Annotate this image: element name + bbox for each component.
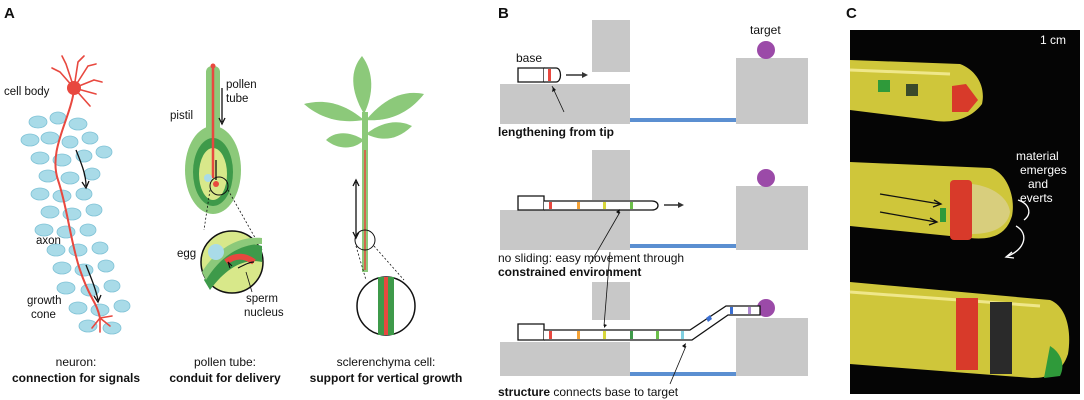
step2-label-1: no sliding: easy movement through [498, 251, 684, 265]
sperm-label-1: sperm [246, 293, 278, 305]
material-note-3: and [1028, 177, 1048, 191]
growth-cone-label-1: growth [27, 295, 62, 307]
growth-cone-label-2: cone [31, 309, 56, 321]
step3-label: structure connects base to target [498, 385, 679, 399]
material-note-4: everts [1020, 191, 1053, 205]
pollen-tube-label-1: pollen [226, 79, 257, 91]
pollen-tube-label-2: tube [226, 93, 248, 105]
panel-c-letter: C [846, 5, 857, 22]
tube-photo-3 [849, 282, 1070, 378]
material-note-1: material [1016, 149, 1059, 163]
tube-photo-1 [849, 60, 983, 122]
neuron-caption-2: connection for signals [12, 371, 140, 385]
pistil-zoom [200, 230, 264, 294]
plant [304, 56, 424, 272]
growth-arrow [85, 264, 99, 301]
pistil-label: pistil [170, 110, 193, 122]
material-note-2: emerges [1020, 163, 1067, 177]
cell-body-label: cell body [4, 86, 50, 98]
pollen-caption-1: pollen tube: [194, 355, 256, 369]
panel-b: B base target lengthening from tip [498, 5, 808, 399]
axon-label: axon [36, 235, 61, 247]
pistil-zoom-source [209, 176, 229, 196]
scale-label: 1 cm [1040, 33, 1066, 47]
target-label: target [750, 23, 781, 37]
neuron-caption-1: neuron: [56, 355, 97, 369]
step3-bold: structure [498, 385, 550, 399]
sperm-label-2: nucleus [244, 307, 284, 319]
axon-arrow [75, 149, 87, 187]
neuron [51, 55, 113, 333]
tube-photo-2 [850, 162, 1030, 259]
pollen-caption-2: conduit for delivery [169, 371, 281, 385]
panel-a-letter: A [4, 5, 15, 22]
panel-b-letter: B [498, 5, 509, 22]
sclerenchyma-caption-1: sclerenchyma cell: [337, 355, 436, 369]
plant-zoom [356, 276, 416, 336]
step1-label: lengthening from tip [498, 125, 614, 139]
pistil [185, 63, 241, 214]
scene-3 [500, 251, 808, 385]
scene-1 [500, 20, 808, 124]
base-label: base [516, 51, 542, 65]
tissue-cells [20, 111, 131, 335]
panel-c: C 1 cm material emerges and ever [846, 5, 1080, 394]
cell-body-soma [67, 81, 81, 95]
sclerenchyma-caption-2: support for vertical growth [310, 371, 463, 385]
panel-a: A cell body axon growth [4, 5, 462, 385]
step3-rest: connects base to target [550, 385, 679, 399]
egg-label: egg [177, 248, 196, 260]
step2-label-2: constrained environment [498, 265, 641, 279]
scene-2 [500, 150, 808, 265]
